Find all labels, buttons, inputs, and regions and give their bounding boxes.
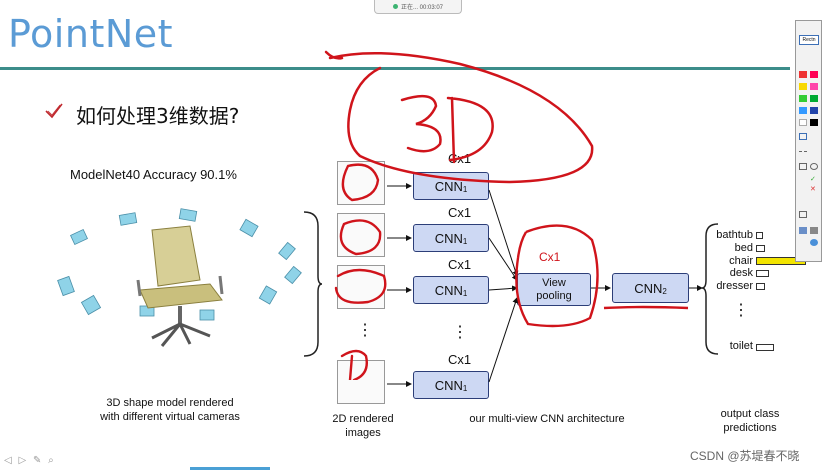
class-label-desk: desk [729, 267, 753, 279]
cx-label-2: Cx1 [448, 205, 472, 220]
pointer-tool-button[interactable] [799, 133, 807, 140]
caption-3d-model: 3D shape model rendered with different v… [100, 397, 240, 423]
color-black-button[interactable] [810, 119, 818, 126]
class-ellipsis: ⋮ [733, 302, 749, 319]
progress-indicator [190, 467, 270, 470]
rect-tool-button[interactable] [799, 163, 807, 170]
title-divider [0, 67, 790, 70]
check-tool-icon[interactable]: ✓ [810, 176, 816, 183]
color-white-button[interactable] [799, 119, 807, 126]
recording-tab[interactable]: 正在... 00:03:07 [374, 0, 462, 14]
cx-label-4: Cx1 [448, 352, 472, 367]
handwritten-view-pooling-circle [515, 224, 599, 328]
csdn-watermark: CSDN @苏堤春不晓 [690, 449, 800, 463]
bullet-text: 如何处理3维数据? [76, 104, 240, 128]
caption-architecture: our multi-view CNN architecture [469, 413, 625, 425]
caption-2d-images: 2D rendered images [332, 413, 394, 439]
color-yellow-button[interactable] [799, 83, 807, 90]
chair-shape [136, 225, 224, 347]
save-tool-button[interactable] [799, 227, 807, 234]
caption-output: output class predictions [720, 408, 780, 434]
camera-icons [57, 208, 302, 321]
class-score-toilet [756, 344, 774, 351]
recording-dot-icon [392, 4, 398, 9]
slide-title: PointNet [8, 12, 174, 56]
color-navy-button[interactable] [810, 107, 818, 114]
recording-tab-label: 正在... 00:03:07 [400, 5, 444, 11]
checkmark-icon [45, 103, 63, 119]
diagram-arrows [387, 183, 703, 387]
handwritten-3d-annotation: 3D [324, 50, 594, 184]
annotation-toolbar[interactable]: Rectn ✓ ✕ [795, 20, 822, 262]
accuracy-label: ModelNet40 Accuracy 90.1% [70, 167, 237, 182]
class-score-bathtub [756, 232, 763, 239]
class-label-chair: chair [729, 255, 753, 267]
cnn-ellipsis: ⋮ [452, 324, 468, 341]
view-ellipsis: ⋮ [357, 322, 373, 339]
text-tool-button[interactable] [799, 211, 807, 218]
color-magenta-button[interactable] [810, 83, 818, 90]
class-score-desk [756, 270, 769, 277]
left-bracket [303, 211, 322, 357]
rendered-view-4 [337, 360, 385, 404]
class-label-toilet: toilet [729, 340, 753, 352]
cx-label-3: Cx1 [448, 257, 472, 272]
color-green-button[interactable] [799, 95, 807, 102]
chair-camera-illustration [57, 208, 302, 347]
color-red-button[interactable] [799, 71, 807, 78]
right-bracket [701, 223, 719, 355]
color-pink-button[interactable] [810, 71, 818, 78]
toolbar-mode-button[interactable]: Rectn [799, 35, 819, 45]
class-label-bed: bed [734, 242, 753, 254]
handwritten-cx-label: Cx1 [539, 250, 561, 264]
class-score-bed [756, 245, 765, 252]
close-tool-icon[interactable]: ✕ [810, 186, 816, 193]
print-tool-button[interactable] [810, 227, 818, 234]
color-blue-button[interactable] [799, 107, 807, 114]
class-label-bathtub: bathtub [716, 229, 753, 241]
handwritten-underline [603, 305, 689, 310]
slide-nav-icons[interactable]: ◁ ▷ ✎ ⌕ [4, 455, 56, 466]
ellipse-tool-button[interactable] [810, 163, 818, 170]
dash-line-tool-button[interactable] [799, 151, 807, 158]
help-tool-button[interactable] [810, 239, 818, 246]
class-label-dresser: dresser [716, 280, 753, 292]
color-darkgreen-button[interactable] [810, 95, 818, 102]
handwritten-circle-annotations [334, 163, 387, 380]
class-score-dresser [756, 283, 765, 290]
